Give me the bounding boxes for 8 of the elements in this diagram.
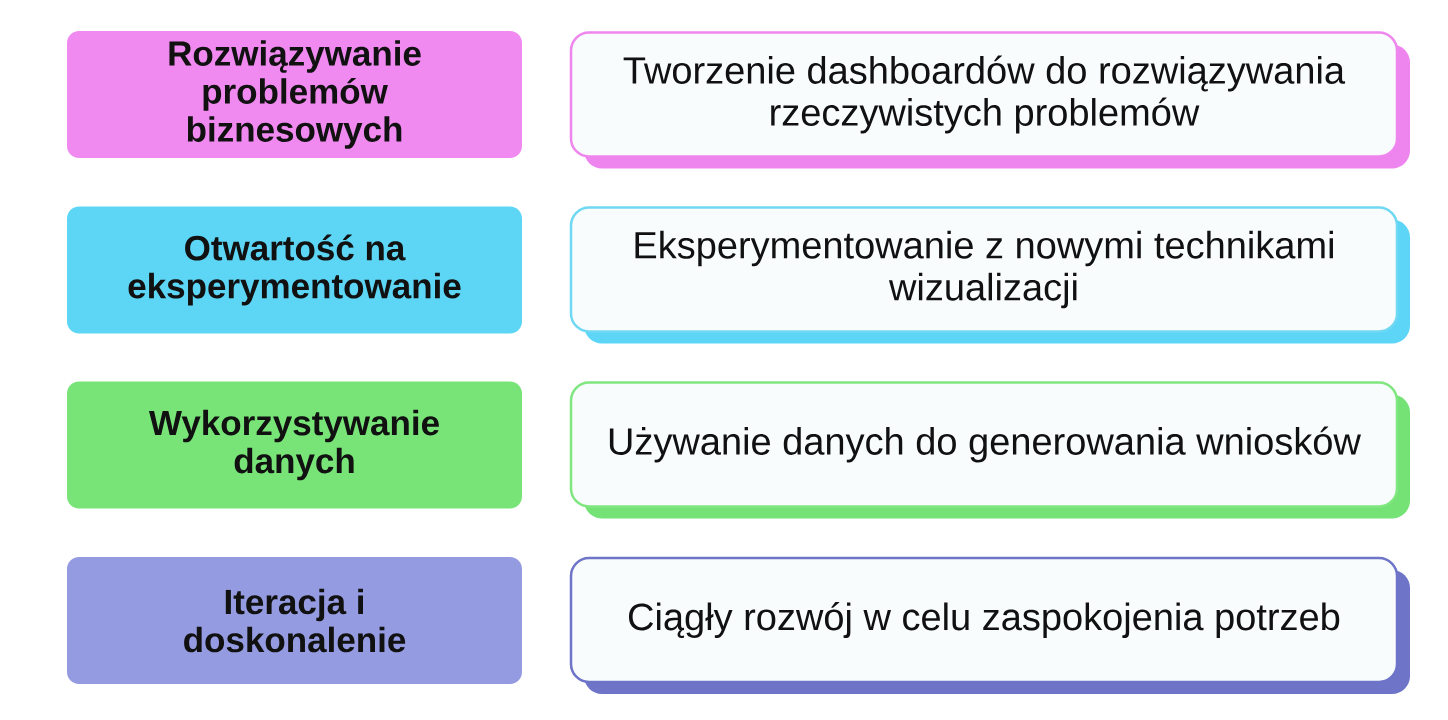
description-card: Używanie danych do generowania wniosków — [569, 381, 1410, 519]
category-box: Rozwiązywanie problemów biznesowych — [67, 31, 522, 158]
category-box: Iteracja i doskonalenie — [67, 557, 522, 684]
description-card: Eksperymentowanie z nowymi technikami wizualizacji — [569, 206, 1410, 344]
category-box: Wykorzystywanie danych — [67, 381, 522, 509]
description-card: Tworzenie dashboardów do rozwiązywania rzeczywistych problemów — [569, 31, 1410, 169]
category-box: Otwartość na eksperymentowanie — [67, 206, 522, 334]
description-card: Ciągły rozwój w celu zaspokojenia potrzeb — [569, 556, 1410, 694]
